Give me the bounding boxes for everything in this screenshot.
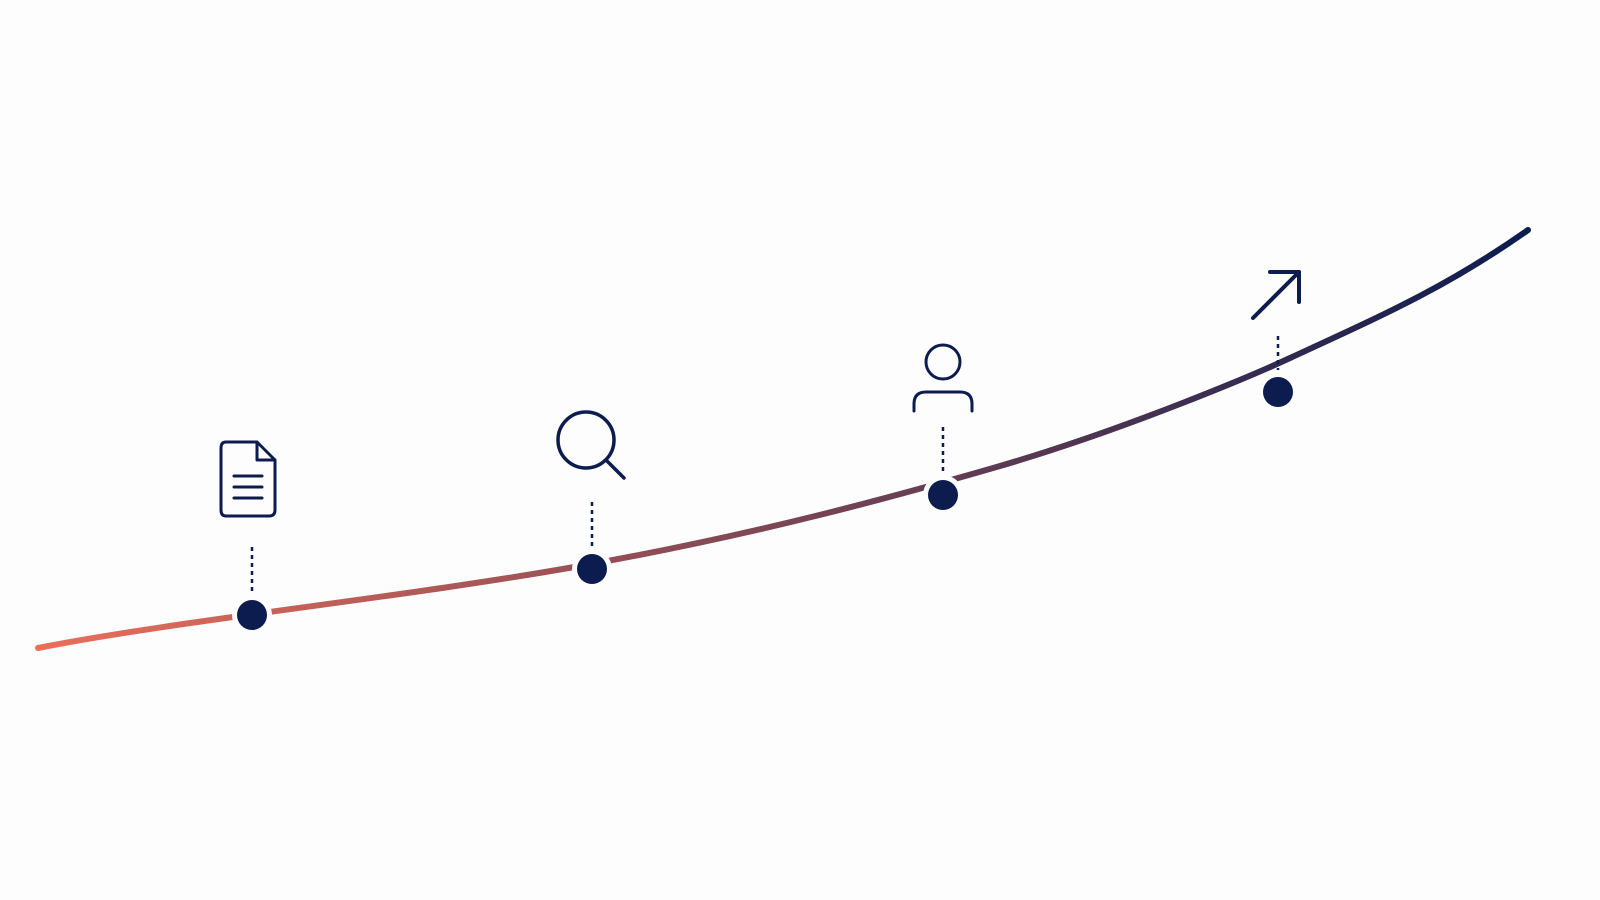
document-icon xyxy=(219,440,277,518)
milestone-dot-fill xyxy=(928,480,958,510)
growth-curve xyxy=(35,227,1531,651)
milestone-dot-fill xyxy=(237,600,267,630)
milestone-dot-fill xyxy=(1263,377,1293,407)
milestone-user xyxy=(912,343,974,515)
milestone-search xyxy=(556,410,626,589)
arrow-up-right-icon xyxy=(1251,270,1301,320)
milestone-growth xyxy=(1251,270,1301,412)
milestone-document xyxy=(219,440,277,635)
search-icon xyxy=(556,410,626,480)
user-icon xyxy=(912,343,974,413)
milestone-dot-fill xyxy=(577,554,607,584)
